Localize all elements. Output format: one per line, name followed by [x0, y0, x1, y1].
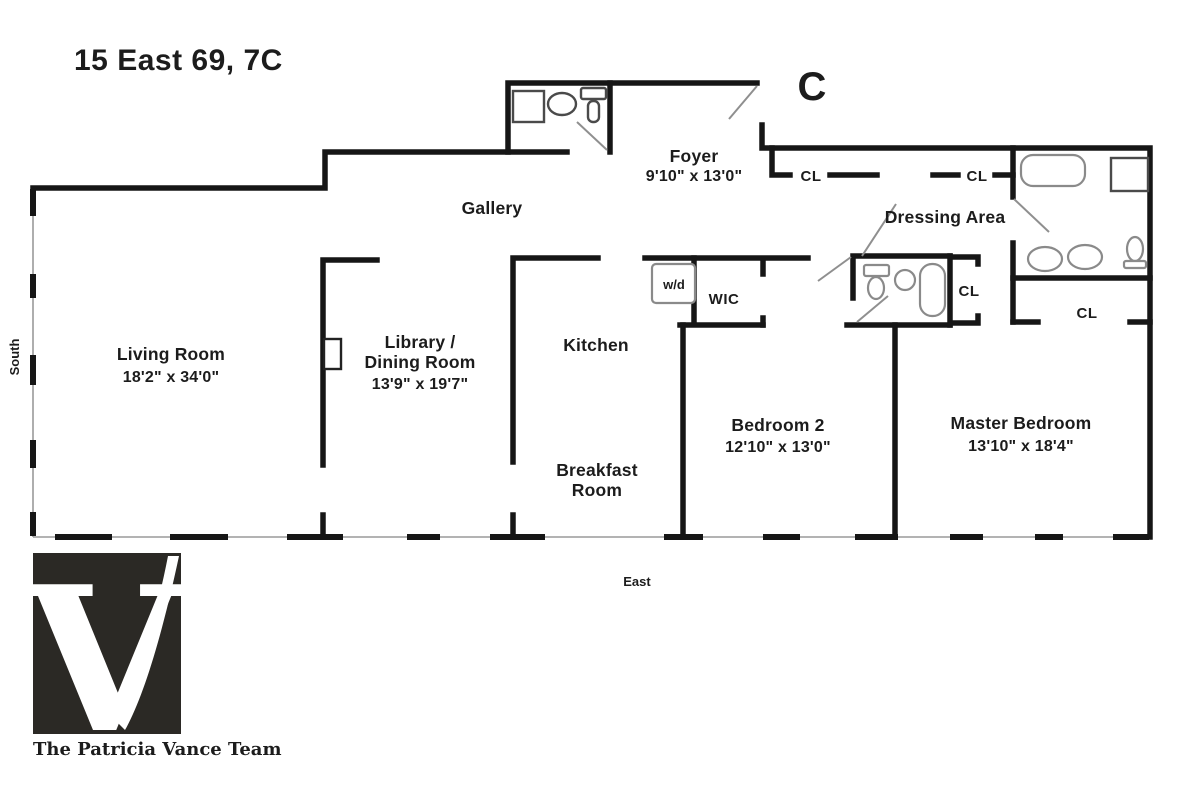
- wall-hall-closet: [947, 253, 981, 328]
- fireplace-icon: [322, 337, 343, 371]
- logo-v-accent-stroke: [118, 556, 179, 730]
- hall-closet-label: CL: [959, 283, 980, 300]
- master-bedroom-label: Master Bedroom: [951, 413, 1092, 433]
- page-title: 15 East 69, 7C: [74, 44, 283, 77]
- kitchen-label: Kitchen: [563, 335, 629, 355]
- dressing-area-leader-line: [861, 203, 897, 257]
- fixtures: [322, 86, 1150, 371]
- dressing-area-label: Dressing Area: [885, 207, 1006, 227]
- walls: [30, 80, 1153, 540]
- wall-closet-row-left-bracket: [769, 145, 793, 178]
- bedroom2-label: Bedroom 2: [731, 415, 824, 435]
- library-label-line1: Library /: [385, 332, 456, 352]
- compass-south-label: South: [7, 339, 22, 376]
- bath2-toilet-icon: [862, 263, 891, 301]
- foyer-dims: 9'10" x 13'0": [646, 168, 743, 185]
- bath2-bathtub-icon: [918, 262, 947, 318]
- living-room-dims: 18'2" x 34'0": [123, 369, 220, 386]
- wall-library: [320, 257, 380, 540]
- logo-v-letter: V: [23, 543, 184, 778]
- breakfast-label-line1: Breakfast: [556, 460, 638, 480]
- washer-dryer-box: [650, 262, 697, 305]
- foyer-closet-right-label: CL: [967, 168, 988, 185]
- brand-logo: V The Patricia Vance Team: [23, 543, 281, 778]
- powder-door-swing: [576, 121, 608, 151]
- powder-toilet-icon: [579, 86, 608, 124]
- master-sink1-icon: [1026, 245, 1064, 273]
- room-labels: Living Room 18'2" x 34'0" Library / Dini…: [117, 146, 1092, 500]
- wall-powder-room: [505, 80, 613, 155]
- wic-label: WIC: [709, 291, 740, 308]
- master-bathtub-icon: [1019, 153, 1087, 188]
- entrance-label: C: [798, 65, 827, 109]
- bedroom2-door-swing: [817, 256, 852, 282]
- bath2-sink-icon: [893, 268, 917, 292]
- breakfast-label-line2: Room: [572, 480, 622, 500]
- wall-outer-northeast: [759, 122, 1153, 540]
- compass-east-label: East: [623, 574, 651, 589]
- master-toilet-icon: [1122, 235, 1148, 270]
- closet-labels: CL CL CL CL: [801, 168, 1098, 322]
- bedroom2-dims: 12'10" x 13'0": [725, 439, 831, 456]
- masterbath-door-swing: [1013, 198, 1050, 233]
- powder-sink-icon: [546, 91, 578, 117]
- master-bedroom-dims: 13'10" x 18'4": [968, 438, 1074, 455]
- master-sink2-icon: [1066, 243, 1104, 271]
- wall-kitchen: [510, 255, 601, 540]
- gallery-label: Gallery: [462, 198, 523, 218]
- living-room-label: Living Room: [117, 344, 225, 364]
- library-dims: 13'9" x 19'7": [372, 376, 469, 393]
- wall-outer-northwest: [30, 149, 570, 191]
- entry-door-swing: [728, 85, 758, 120]
- foyer-label: Foyer: [670, 146, 719, 166]
- powder-shower-icon: [511, 89, 546, 124]
- library-label-line2: Dining Room: [364, 352, 475, 372]
- bath2-door-swing: [856, 295, 889, 323]
- master-shower-icon: [1109, 156, 1150, 193]
- foyer-closet-left-label: CL: [801, 168, 822, 185]
- team-name: The Patricia Vance Team: [33, 739, 282, 760]
- doors: [576, 85, 1050, 323]
- wall-bath2: [844, 253, 953, 328]
- washer-dryer-label: w/d: [662, 277, 685, 292]
- master-closet-label: CL: [1077, 305, 1098, 322]
